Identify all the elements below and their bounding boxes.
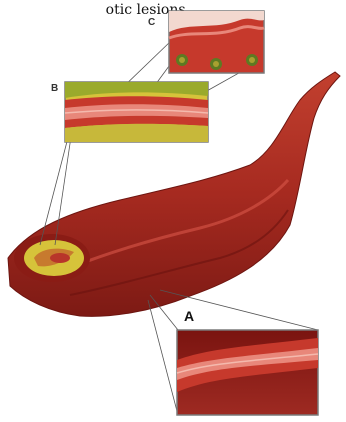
inset-b [65, 82, 208, 142]
cross-section [14, 234, 90, 282]
inset-a [177, 330, 318, 415]
inset-c [169, 11, 264, 73]
